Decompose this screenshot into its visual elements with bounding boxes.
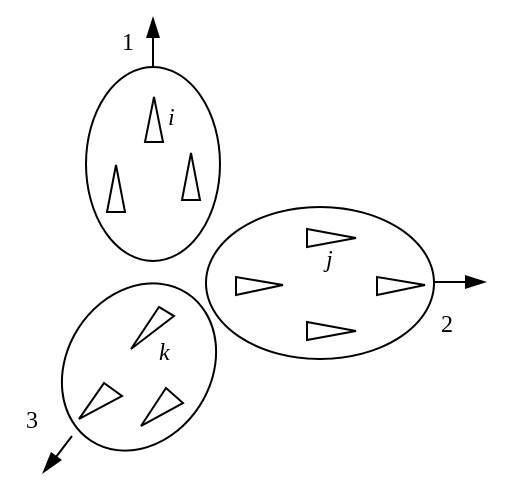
cluster-1-triangle-b xyxy=(105,164,127,213)
cluster-2-triangle-c xyxy=(376,275,426,297)
output-label-1: 1 xyxy=(122,30,134,56)
output-arrow-1-head xyxy=(146,16,160,38)
element-label-k: k xyxy=(159,340,170,366)
output-label-3: 3 xyxy=(26,408,38,434)
cluster-2: j 2 xyxy=(205,206,487,360)
cluster-1-triangle-c xyxy=(180,152,202,201)
element-label-j: j xyxy=(323,247,333,273)
cluster-1-ellipse xyxy=(85,66,221,262)
cluster-3-triangle-a xyxy=(130,305,176,350)
output-arrow-3-shaft xyxy=(55,435,73,458)
cluster-2-triangle-b xyxy=(235,275,284,297)
cluster-3-triangle-c xyxy=(140,386,185,427)
element-label-i: i xyxy=(168,105,175,131)
output-arrow-3-head xyxy=(42,452,62,474)
cluster-3: k 3 xyxy=(26,282,218,474)
cluster-2-triangle-a xyxy=(306,227,357,249)
cluster-1: i 1 xyxy=(85,16,221,262)
output-label-2: 2 xyxy=(441,312,453,338)
output-arrow-2-head xyxy=(465,275,487,289)
cluster-1-triangle-a xyxy=(143,96,165,143)
cluster-2-triangle-d xyxy=(306,320,357,342)
cluster-3-ellipse xyxy=(60,282,218,452)
cluster-3-triangle-b xyxy=(78,381,124,420)
